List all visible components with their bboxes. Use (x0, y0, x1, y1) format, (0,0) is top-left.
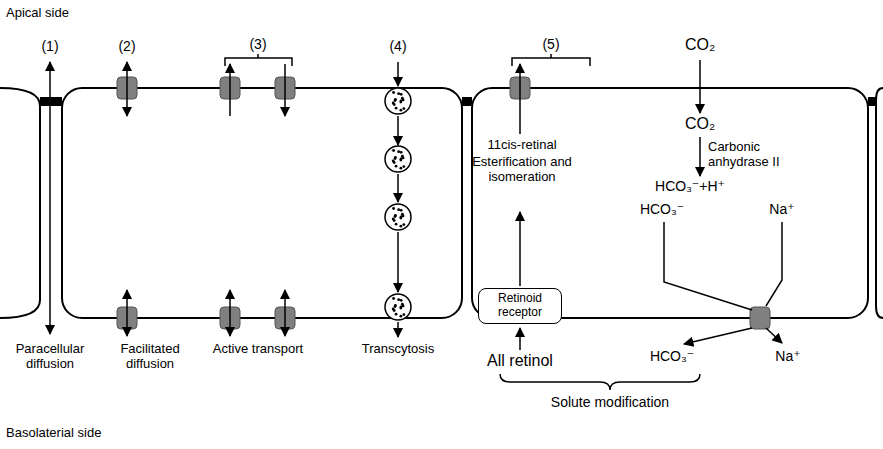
callout-number: (4) (389, 38, 406, 54)
epithelial-cell (62, 88, 462, 318)
molecule-label: CO₂ (685, 36, 715, 54)
tight-junction (40, 97, 62, 106)
molecule-label: All retinol (487, 352, 553, 370)
tight-junction (868, 97, 876, 106)
molecule-label: 11cis-retinal (487, 138, 556, 153)
neighbor-cell (876, 88, 883, 318)
receptor-box: Retinoid receptor (478, 288, 562, 324)
pathway-label: Paracellular diffusion (1, 342, 99, 372)
molecule-label: HCO₃⁻ (640, 201, 684, 217)
pathway-label: Facilitated diffusion (105, 342, 195, 372)
bracket (500, 374, 700, 390)
paracellular-arrow (49, 62, 51, 334)
side-label: Basolaterial side (6, 426, 101, 441)
molecule-label: HCO₃⁻ (650, 348, 694, 364)
pathway-label: Transcytosis (362, 342, 434, 357)
tight-junction (462, 97, 472, 106)
transport-arrows (127, 62, 520, 336)
bracket (512, 54, 590, 66)
pathway-label: Active transport (213, 342, 303, 357)
molecule-label: Na⁺ (775, 348, 800, 364)
molecule-label: CO₂ (685, 115, 715, 133)
callout-number: (1) (41, 38, 58, 54)
vesicles (385, 88, 411, 320)
molecule-label: HCO₃⁻+H⁺ (655, 178, 725, 194)
callout-number: (3) (249, 36, 266, 52)
node-text: Retinoid receptor (485, 292, 555, 320)
process-label: Esterification and isomeration (472, 155, 572, 185)
callout-number: (2) (118, 38, 135, 54)
molecule-label: Na⁺ (769, 201, 794, 217)
epithelial-cell (472, 88, 868, 318)
side-label: Apical side (6, 6, 69, 21)
enzyme-label: Carbonic anhydrase II (708, 140, 804, 170)
transcytosis-arrows (397, 62, 399, 337)
bracket (225, 54, 292, 66)
callout-number: (5) (542, 36, 559, 52)
group-label: Solute modification (551, 394, 669, 410)
neighbor-cell (0, 88, 40, 318)
transporters (117, 77, 770, 329)
